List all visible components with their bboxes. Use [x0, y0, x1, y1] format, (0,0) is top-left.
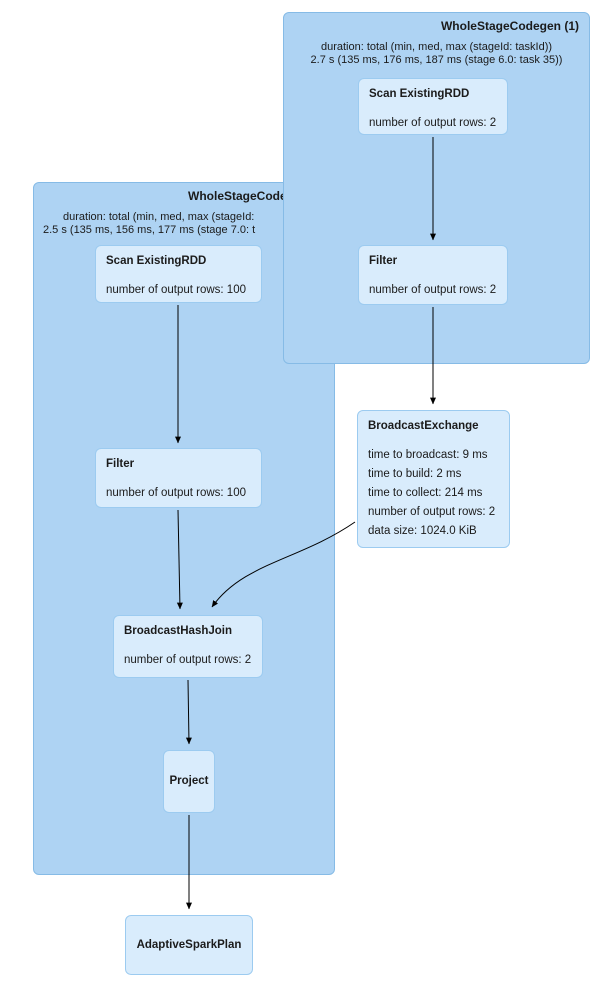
node-filter-1: Filter number of output rows: 2: [358, 245, 508, 305]
node-project: Project: [163, 750, 215, 813]
node-metric: number of output rows: 2: [369, 117, 497, 129]
node-metric: time to collect: 214 ms: [368, 487, 483, 499]
node-metric: number of output rows: 100: [106, 487, 246, 499]
cluster-title: WholeStageCodegen (1): [440, 19, 579, 33]
node-metric: data size: 1024.0 KiB: [368, 525, 477, 537]
node-metric: number of output rows: 2: [369, 284, 497, 296]
node-adaptivesparkplan: AdaptiveSparkPlan: [125, 915, 253, 975]
cluster-title: WholeStageCode: [188, 189, 287, 203]
node-metric: time to broadcast: 9 ms: [368, 449, 488, 461]
cluster-wholestagecodegen-1: WholeStageCodegen (1) duration: total (m…: [283, 12, 590, 364]
node-broadcastexchange: BroadcastExchange time to broadcast: 9 m…: [357, 410, 510, 548]
node-filter-2: Filter number of output rows: 100: [95, 448, 262, 508]
node-title: BroadcastHashJoin: [124, 625, 233, 637]
node-title: AdaptiveSparkPlan: [136, 938, 242, 951]
node-title: Project: [169, 775, 209, 787]
cluster-duration-label: duration: total (min, med, max (stageId:: [63, 211, 255, 223]
cluster-duration-value: 2.7 s (135 ms, 176 ms, 187 ms (stage 6.0…: [310, 54, 563, 66]
node-title: Filter: [106, 458, 135, 470]
node-metric: number of output rows: 2: [124, 654, 252, 666]
node-title: Scan ExistingRDD: [106, 255, 207, 267]
node-metric: number of output rows: 2: [368, 506, 496, 518]
cluster-duration-label: duration: total (min, med, max (stageId:…: [320, 41, 553, 53]
node-title: Filter: [369, 255, 398, 267]
node-scan-existingrdd-1: Scan ExistingRDD number of output rows: …: [358, 78, 508, 135]
cluster-duration-value: 2.5 s (135 ms, 156 ms, 177 ms (stage 7.0…: [43, 224, 256, 236]
node-metric: number of output rows: 100: [106, 284, 246, 296]
node-title: Scan ExistingRDD: [369, 88, 470, 100]
node-broadcasthashjoin: BroadcastHashJoin number of output rows:…: [113, 615, 263, 678]
node-scan-existingrdd-2: Scan ExistingRDD number of output rows: …: [95, 245, 262, 303]
node-title: BroadcastExchange: [368, 420, 479, 432]
node-metric: time to build: 2 ms: [368, 468, 462, 480]
